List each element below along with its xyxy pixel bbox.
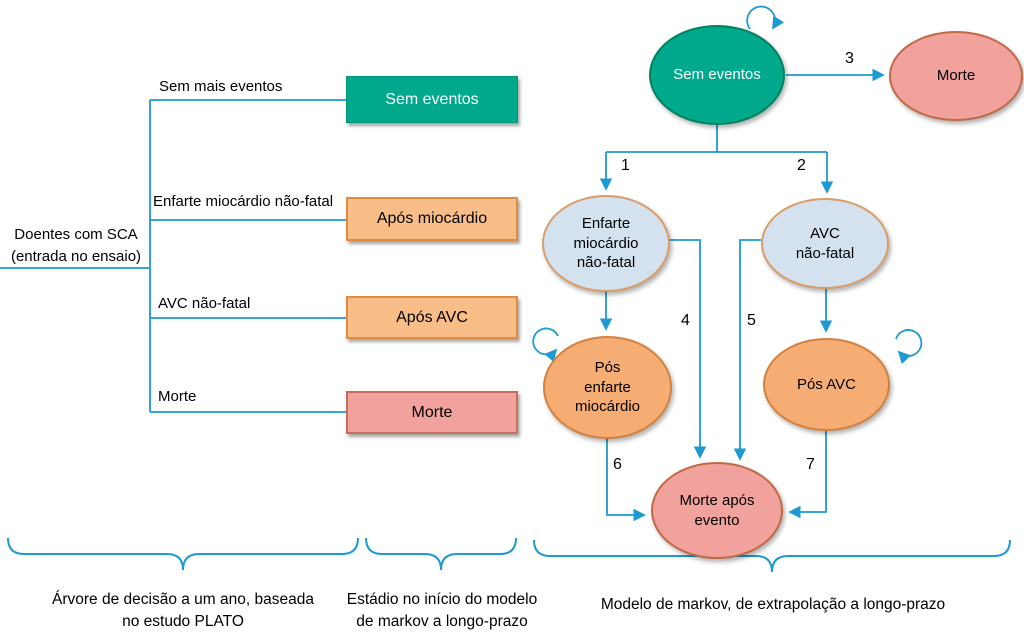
transition-label-5: 5 (747, 312, 756, 329)
transition-label-4: 4 (681, 312, 690, 329)
transition-label-1: 1 (621, 157, 630, 174)
branch-label-morte: Morte (158, 388, 197, 405)
self-loop-sem-eventos (746, 5, 785, 30)
caption-decision-tree: Árvore de decisão a um ano, baseada no e… (52, 591, 314, 630)
brace-markov-model (533, 539, 1011, 573)
arrow-t5 (733, 239, 761, 461)
caption-initial-state: Estádio no início do modelo de markov a … (346, 591, 538, 630)
arrow-t6 (606, 438, 646, 522)
self-loop-pos-avc (895, 329, 923, 365)
caption-markov-model: Modelo de markov, de extrapolação a long… (600, 596, 946, 613)
markov-node-enfarte: Enfarte miocárdio não-fatal (542, 195, 670, 292)
markov-node-avc: AVC não-fatal (761, 198, 889, 289)
transition-label-2: 2 (797, 157, 806, 174)
tree-box-sem-eventos: Sem eventos (346, 76, 518, 123)
brace-initial-state (365, 537, 517, 571)
self-loop-pos-enfarte (532, 327, 559, 363)
tree-box-apos-avc: Após AVC (346, 296, 518, 339)
markov-node-sem-eventos: Sem eventos (649, 25, 785, 125)
transition-label-6: 6 (613, 456, 622, 473)
branch-label-avc: AVC não-fatal (158, 295, 251, 312)
branch-label-sem-mais-eventos: Sem mais eventos (159, 78, 283, 95)
tree-box-morte: Morte (346, 391, 518, 434)
brace-decision-tree (7, 537, 359, 571)
arrow-t4 (669, 239, 707, 459)
markov-node-pos-enfarte: Pós enfarte miocárdio (543, 336, 672, 439)
connector-lines (0, 5, 1011, 573)
arrow-t7 (788, 431, 827, 519)
transition-label-7: 7 (806, 456, 815, 473)
branch-label-enfarte: Enfarte miocárdio não-fatal (153, 193, 334, 210)
markov-node-pos-avc: Pós AVC (763, 338, 890, 431)
tree-root-label: Doentes com SCA (entrada no ensaio) (10, 226, 142, 265)
markov-node-morte: Morte (889, 31, 1023, 121)
markov-node-morte-apos: Morte após evento (651, 462, 783, 559)
tree-box-apos-miocardio: Após miocárdio (346, 197, 518, 241)
transition-label-3: 3 (845, 50, 854, 67)
